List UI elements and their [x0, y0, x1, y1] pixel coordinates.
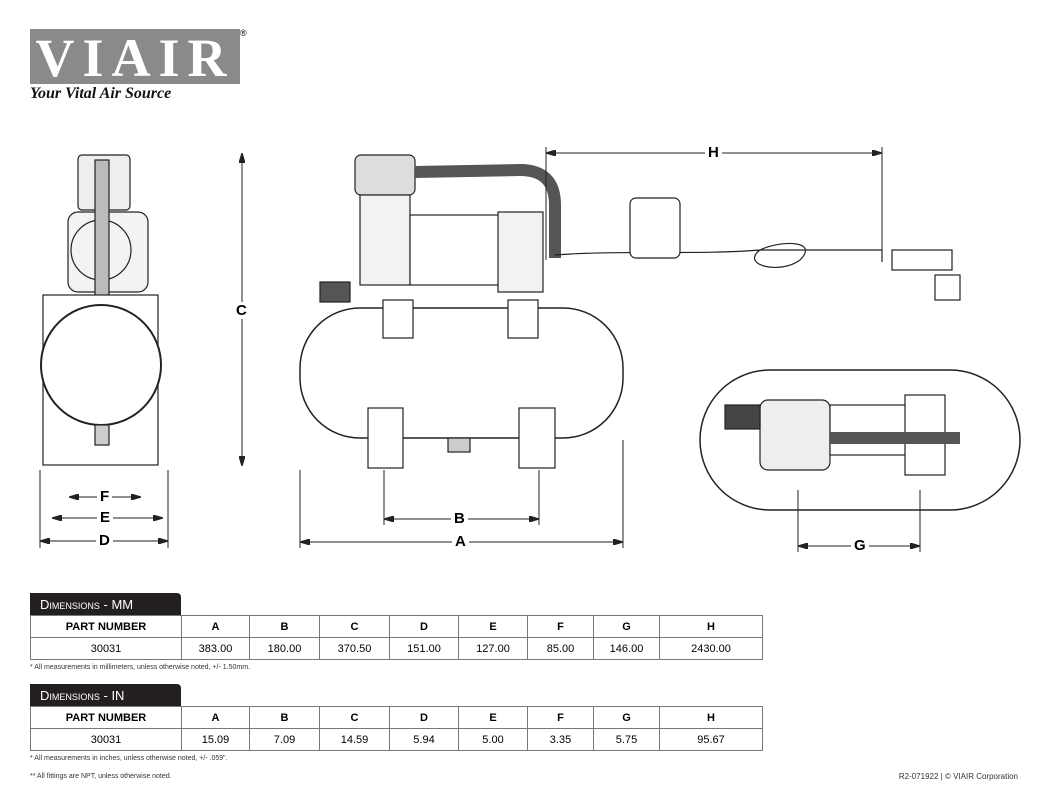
dim-label-d: D [96, 532, 113, 549]
dim-label-h: H [705, 144, 722, 161]
header-cell: H [659, 615, 763, 638]
header-cell: C [319, 706, 390, 729]
table-title-mm: Dimensions - MM [30, 593, 181, 615]
top-view [699, 369, 1021, 511]
note-fittings: ** All fittings are NPT, unless otherwis… [30, 773, 172, 780]
dim-label-f: F [97, 488, 113, 505]
header-cell: PART NUMBER [30, 706, 182, 729]
cell: 15.09 [181, 728, 250, 751]
dim-label-g: G [851, 537, 869, 554]
dim-label-e: E [97, 509, 114, 526]
cell: 127.00 [458, 637, 528, 660]
dim-label-c: C [233, 302, 250, 319]
header-cell: G [593, 706, 660, 729]
note-mm: * All measurements in millimeters, unles… [30, 664, 251, 671]
table-title-in: Dimensions - IN [30, 684, 181, 706]
header-cell: D [389, 615, 459, 638]
note-in: * All measurements in inches, unless oth… [30, 755, 228, 762]
cell: 383.00 [181, 637, 250, 660]
side-view [299, 154, 961, 469]
header-cell: D [389, 706, 459, 729]
cell: 7.09 [249, 728, 320, 751]
header-cell: F [527, 615, 594, 638]
header-cell: A [181, 615, 250, 638]
cell: 2430.00 [659, 637, 763, 660]
technical-drawing [39, 147, 1021, 552]
tagline: Your Vital Air Source [30, 85, 172, 102]
cell: 370.50 [319, 637, 390, 660]
cell: 146.00 [593, 637, 660, 660]
cell: 180.00 [249, 637, 320, 660]
dim-label-a: A [452, 533, 469, 550]
header-cell: B [249, 615, 320, 638]
cell: 30031 [30, 637, 182, 660]
header-cell: E [458, 615, 528, 638]
header-cell: A [181, 706, 250, 729]
header-cell: G [593, 615, 660, 638]
header-cell: F [527, 706, 594, 729]
cell: 14.59 [319, 728, 390, 751]
header-cell: B [249, 706, 320, 729]
cell: 5.75 [593, 728, 660, 751]
header-cell: PART NUMBER [30, 615, 182, 638]
footer-copyright: R2-071922 | © VIAIR Corporation [898, 772, 1018, 781]
registered-mark: ® [240, 28, 247, 38]
header-cell: H [659, 706, 763, 729]
cell: 85.00 [527, 637, 594, 660]
front-view [40, 154, 162, 466]
cell: 30031 [30, 728, 182, 751]
header-cell: C [319, 615, 390, 638]
cell: 95.67 [659, 728, 763, 751]
cell: 5.94 [389, 728, 459, 751]
header-cell: E [458, 706, 528, 729]
dim-label-b: B [451, 510, 468, 527]
viair-logo: VIAIR [30, 29, 240, 87]
cell: 3.35 [527, 728, 594, 751]
cell: 151.00 [389, 637, 459, 660]
cell: 5.00 [458, 728, 528, 751]
